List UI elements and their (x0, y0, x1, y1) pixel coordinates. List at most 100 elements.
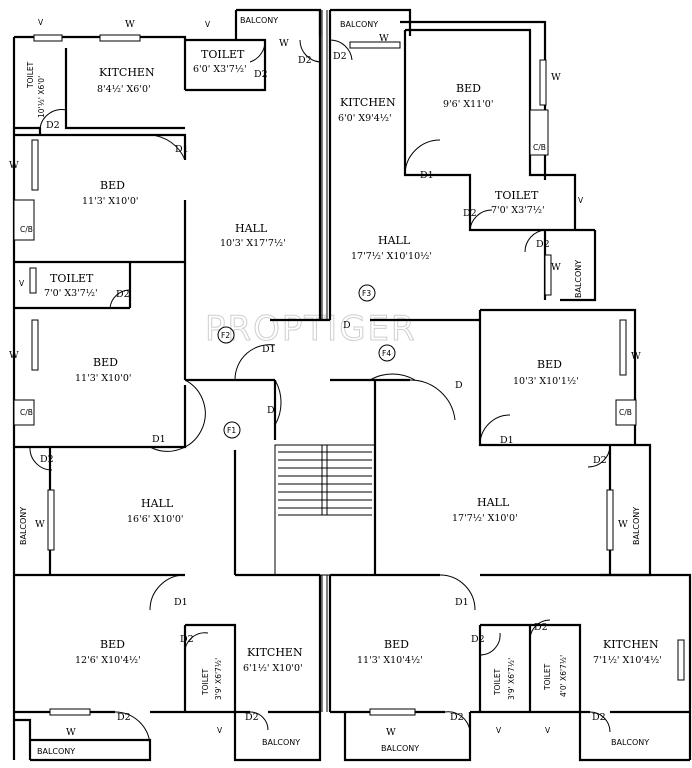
flat-f4: F4 (382, 349, 391, 358)
tag-w: W (551, 72, 561, 83)
room-toilet-5-dim: 3'9' X6'7½' (214, 658, 223, 700)
door-swings (29, 39, 611, 746)
tag-cb: C/B (533, 143, 546, 152)
room-kitchen-1-name: KITCHEN (99, 66, 155, 79)
room-toilet-6-name: TOILET (493, 668, 502, 696)
tag-cb: C/B (20, 225, 33, 234)
room-toilet-1-name: TOILET (26, 61, 35, 89)
room-bed-2-name: BED (93, 356, 118, 369)
room-hall-2-dim: 17'7½' X10'10½' (351, 251, 432, 262)
room-hall-1-dim: 10'3' X17'7½' (220, 238, 286, 249)
tag-v: V (496, 726, 502, 735)
door-d: D (267, 405, 275, 416)
tag-v: V (19, 279, 25, 288)
door-d2: D2 (536, 239, 550, 250)
balcony-labels: BALCONY BALCONY BALCONY BALCONY BALCONY … (19, 16, 649, 756)
tag-w: W (9, 160, 19, 171)
tag-cb: C/B (20, 408, 33, 417)
tag-w: W (386, 727, 396, 738)
balcony-bottom-1: BALCONY (37, 747, 75, 756)
door-d2: D2 (116, 289, 130, 300)
balcony-top-left: BALCONY (240, 16, 278, 25)
room-kitchen-1-dim: 8'4½' X6'0' (97, 84, 151, 95)
staircase (274, 444, 376, 576)
room-bed-1-dim: 11'3' X10'0' (82, 196, 139, 207)
door-d1: D1 (455, 597, 469, 608)
door-d2: D2 (245, 712, 259, 723)
flat-f1: F1 (227, 426, 236, 435)
door-d2: D2 (592, 712, 606, 723)
door-tags: D1 D1 D1 D D D D1 D1 D1 D1 D2 D2 D2 D2 D… (40, 51, 607, 723)
flat-f2: F2 (221, 331, 230, 340)
room-toilet-5-name: TOILET (201, 668, 210, 696)
room-bed-1-name: BED (100, 179, 125, 192)
room-bed-6-dim: 11'3' X10'4½' (357, 655, 423, 666)
room-kitchen-3-name: KITCHEN (247, 646, 303, 659)
room-bed-5-dim: 12'6' X10'4½' (75, 655, 141, 666)
door-d2: D2 (298, 55, 312, 66)
room-toilet-2-name: TOILET (201, 48, 245, 61)
door-d2: D2 (333, 51, 347, 62)
room-toilet-6-dim: 3'9' X6'7½' (507, 658, 516, 700)
door-d1: D1 (174, 597, 188, 608)
balcony-right: BALCONY (632, 507, 641, 545)
room-toilet-7-dim: 4'0' X6'7½' (559, 655, 568, 697)
room-toilet-2-dim: 6'0' X3'7½' (193, 64, 247, 75)
tag-w: W (125, 19, 135, 30)
room-bed-2-dim: 11'3' X10'0' (75, 373, 132, 384)
door-d1: D1 (175, 144, 189, 155)
room-bed-6-name: BED (384, 638, 409, 651)
door-d2: D2 (534, 622, 548, 633)
room-kitchen-4-name: KITCHEN (603, 638, 659, 651)
balcony-bottom-2: BALCONY (262, 738, 300, 747)
tag-w: W (631, 351, 641, 362)
fixture-tags: V V W W W W W W W W W W W W V V V V V C/… (9, 18, 641, 738)
balcony-top-right: BALCONY (340, 20, 378, 29)
door-d1: D1 (500, 435, 514, 446)
room-kitchen-2-name: KITCHEN (340, 96, 396, 109)
tag-v: V (217, 726, 223, 735)
room-kitchen-4-dim: 7'1½' X10'4½' (593, 655, 662, 666)
room-toilet-4-name: TOILET (495, 189, 539, 202)
room-hall-1-name: HALL (235, 222, 268, 235)
tag-w: W (35, 519, 45, 530)
tag-v: V (545, 726, 551, 735)
room-toilet-3-dim: 7'0' X3'7½' (44, 288, 98, 299)
tag-v: V (578, 196, 584, 205)
tag-w: W (551, 262, 561, 273)
tag-w: W (279, 38, 289, 49)
door-d2: D2 (463, 208, 477, 219)
door-d1: D1 (152, 434, 166, 445)
tag-w: W (66, 727, 76, 738)
room-bed-3-name: BED (456, 82, 481, 95)
balcony-right-mid: BALCONY (574, 260, 583, 298)
tag-w: W (9, 350, 19, 361)
door-d: D (343, 320, 351, 331)
room-hall-3-name: HALL (141, 497, 174, 510)
room-hall-4-name: HALL (477, 496, 510, 509)
room-kitchen-3-dim: 6'1½' X10'0' (243, 663, 303, 674)
flat-markers (217, 284, 396, 439)
tag-w: W (379, 33, 389, 44)
room-labels: KITCHEN 8'4½' X6'0' TOILET 10'½' X6'0' T… (26, 48, 662, 700)
room-bed-4-name: BED (537, 358, 562, 371)
tag-w: W (618, 519, 628, 530)
windows (13, 34, 685, 716)
flat-marker-labels: F2 F1 F3 F4 (221, 289, 391, 435)
room-toilet-3-name: TOILET (50, 272, 94, 285)
door-d2: D2 (180, 634, 194, 645)
tag-cb: C/B (619, 408, 632, 417)
room-toilet-4-dim: 7'0' X3'7½' (491, 205, 545, 216)
room-bed-5-name: BED (100, 638, 125, 651)
door-d2: D2 (46, 120, 60, 131)
balcony-bottom-3: BALCONY (381, 744, 419, 753)
door-d2: D2 (254, 69, 268, 80)
watermark: PROPTIGER (205, 309, 417, 349)
room-hall-4-dim: 17'7½' X10'0' (452, 513, 518, 524)
room-bed-3-dim: 9'6' X11'0' (443, 99, 493, 110)
balcony-left: BALCONY (19, 507, 28, 545)
flat-f3: F3 (362, 289, 371, 298)
door-d1: D1 (262, 344, 276, 355)
room-kitchen-2-dim: 6'0' X9'4½' (338, 113, 392, 124)
